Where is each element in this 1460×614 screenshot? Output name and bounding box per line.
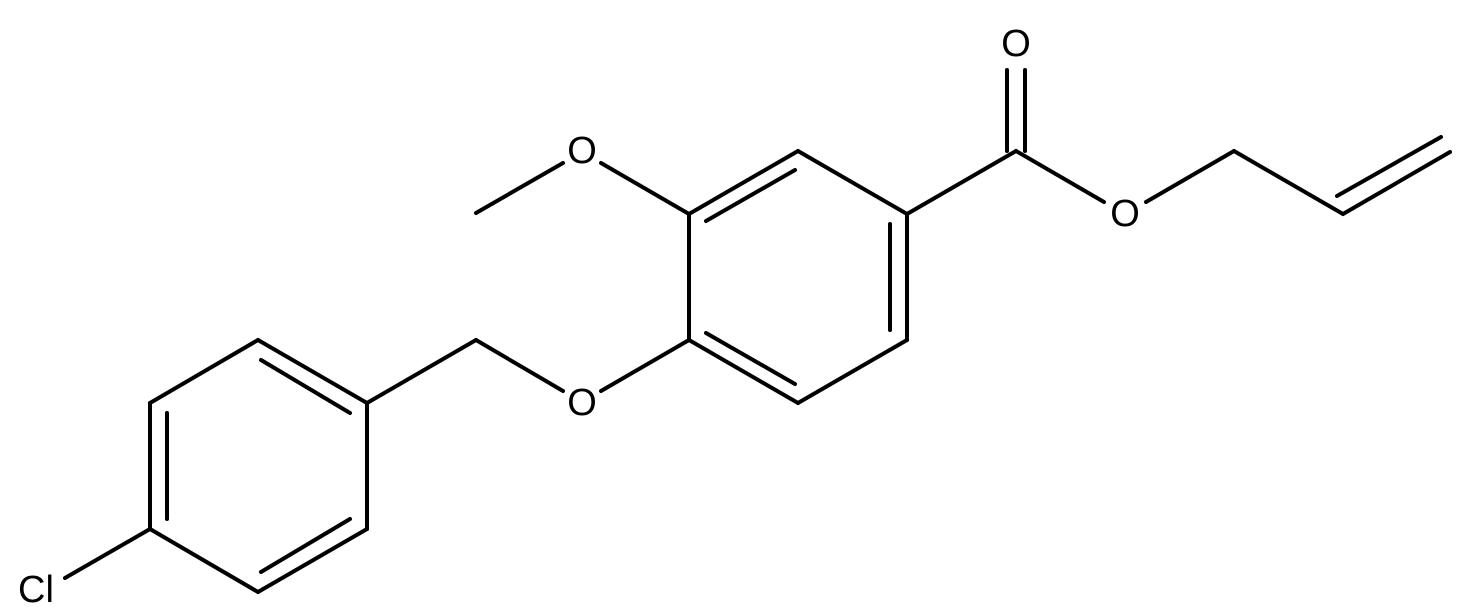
bond-ring-c1-c2 — [796, 149, 909, 216]
methoxy-oxygen-label: O — [567, 130, 597, 172]
bond-ether-oxygen-to-ch2 — [474, 338, 565, 393]
bond-cp-c1-c2 — [256, 338, 369, 405]
bond-ring-to-carbonyl — [905, 149, 1018, 216]
bond-ring-c5-c6 — [796, 338, 909, 405]
bond-cp-c4-c5 — [148, 527, 260, 594]
bond-ring-to-methoxy-oxygen — [599, 161, 691, 216]
bond-cp-c1-c2-inner — [259, 358, 352, 415]
bond-vinyl-double-b — [1335, 135, 1443, 198]
bond-ring-to-ether-oxygen — [599, 338, 691, 393]
bond-ring-c4-c5 — [687, 338, 800, 405]
atom-labels: O O O O Cl — [18, 23, 1140, 611]
bond-cp-c5-c6 — [256, 527, 369, 594]
bond-ch2-to-vinyl — [1232, 149, 1345, 216]
benzyl-ether-oxygen-label: O — [567, 382, 597, 424]
carbonyl-oxygen-label: O — [1001, 23, 1031, 65]
bond-ring-c2-c3-inner — [704, 168, 797, 223]
bond-ester-oxygen-to-ch2 — [1144, 149, 1236, 204]
bond-vinyl-double-a — [1341, 150, 1452, 216]
bond-ring-c2-c3 — [687, 149, 800, 216]
bond-ch2-to-chlorophenyl — [365, 338, 478, 405]
bond-ring-to-chlorine — [63, 527, 152, 580]
chlorine-label: Cl — [18, 569, 54, 611]
ester-oxygen-label: O — [1110, 193, 1140, 235]
bonds — [63, 68, 1452, 594]
bond-methoxy-oxygen-to-methyl — [474, 161, 565, 215]
bond-cp-c5-c6-inner — [259, 517, 352, 574]
bond-ring-c4-c5-inner — [704, 331, 797, 386]
bond-carbonyl-to-ester-oxygen — [1014, 149, 1106, 204]
bond-cp-c2-c3 — [148, 338, 260, 405]
